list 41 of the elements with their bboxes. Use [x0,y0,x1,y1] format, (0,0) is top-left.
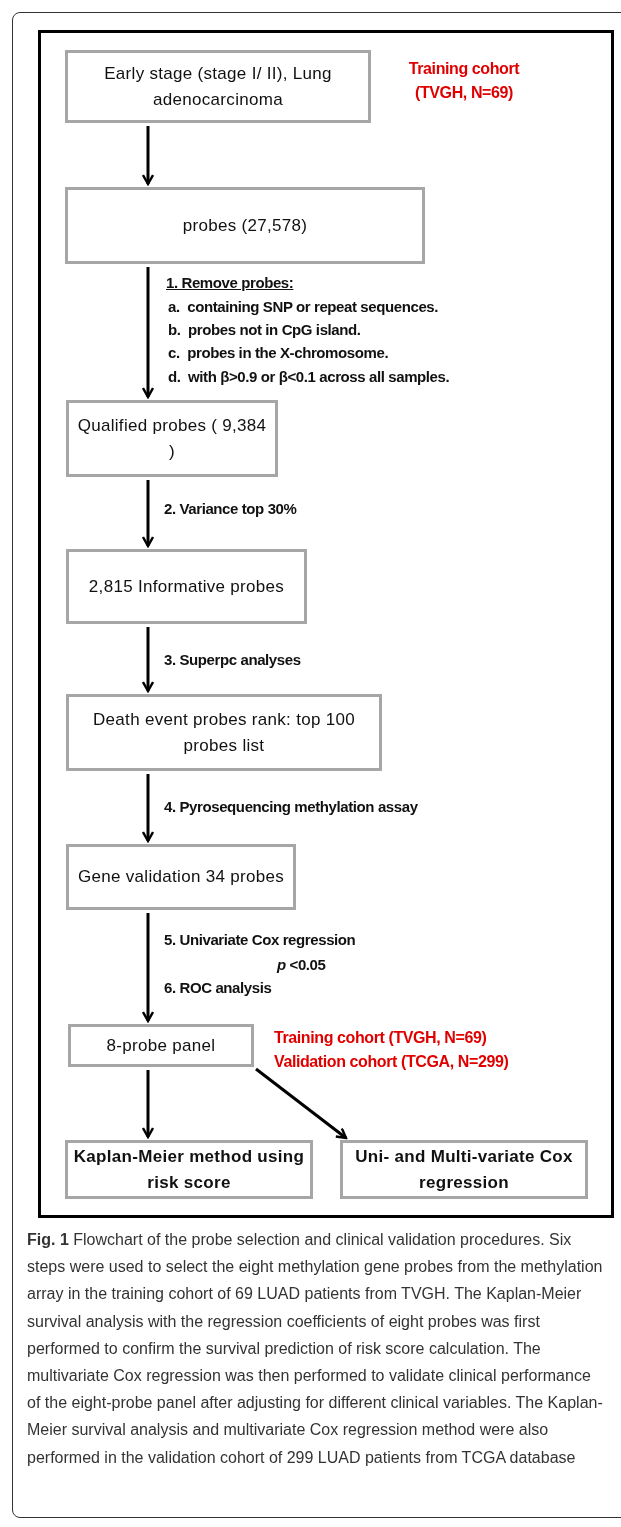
process-box [65,1140,313,1199]
cohort-note: Training cohort (TVGH, N=69) [407,59,521,103]
criteria-item: a. containing SNP or repeat sequences. [168,297,439,316]
process-box [340,1140,588,1199]
figure-caption: Fig. 1 Flowchart of the probe selection and clinical validation procedures. Six steps were used to select the eight methylation gene probes from the methylation array in the training cohort of 69 LUAD patients from TVGH. The Kaplan-Meier survival analysis with the regression coefficients of eight probes was first performed to confirm the survival prediction of risk score calculation. The multivariate Cox regression was then performed to validate clinical performance of the eight-probe panel after adjusting for different clinical variables. The Kaplan-Meier survival analysis and multivariate Cox regression method were also performed in the validation cohort of 299 LUAD patients from TCGA database [27,1230,604,1468]
arrow [141,480,155,548]
step-label: 6. ROC analysis [164,978,272,997]
cohort-note: Training cohort (TVGH, N=69) [274,1028,487,1047]
edge-label: 4. Pyrosequencing methylation assay [164,797,418,816]
box-text: Death event probes rank: top 100 probes list [92,708,356,757]
box-text: Kaplan-Meier method using risk score [72,1145,306,1194]
criteria-item: d. with β>0.9 or β<0.1 across all samples. [168,367,450,386]
arrow [255,1067,348,1140]
arrow [141,774,155,843]
process-box [65,187,425,264]
process-box [68,1024,254,1067]
box-text: Gene validation 34 probes [78,866,284,888]
edge-label: 3. Superpc analyses [164,650,301,669]
arrow [141,1070,155,1139]
criteria-item: b. probes not in CpG island. [168,320,361,339]
arrow [141,627,155,693]
edge-label: 1. Remove probes: [166,273,294,292]
step-label: p <0.05 [277,955,326,974]
arrow [141,126,155,186]
box-text: probes (27,578) [182,214,308,237]
process-box [66,549,307,624]
box-text: Early stage (stage I/ II), Lung adenocarcinoma [103,62,333,111]
cohort-note: Validation cohort (TCGA, N=299) [274,1052,509,1071]
edge-label: 2. Variance top 30% [164,499,297,518]
edge-label: 5. Univariate Cox regression [164,930,356,949]
process-box [66,844,296,910]
arrow [141,913,155,1023]
box-text: Uni- and Multi-variate Cox regression [354,1145,574,1194]
process-box [65,50,371,123]
arrow [141,267,155,399]
box-text: Qualified probes ( 9,384 ) [76,414,268,463]
process-box [66,694,382,771]
box-text: 8-probe panel [106,1034,216,1057]
box-text: 2,815 Informative probes [88,575,285,598]
process-box [66,400,278,477]
criteria-item: c. probes in the X-chromosome. [168,343,389,362]
